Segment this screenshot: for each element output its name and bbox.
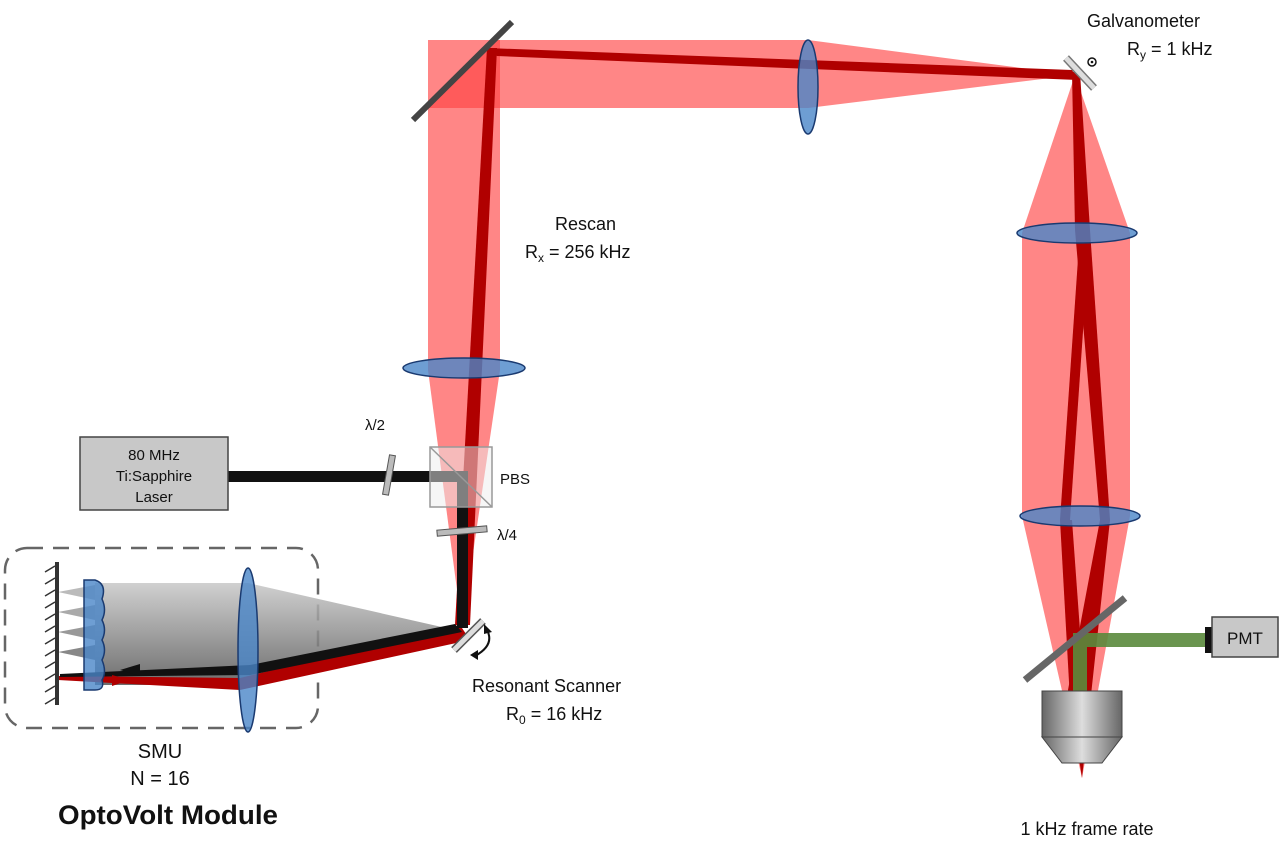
pmt-box bbox=[1211, 616, 1279, 658]
resonant-scanner-rate: R0 = 16 kHz bbox=[506, 704, 602, 727]
pmt-label: PMT bbox=[1227, 629, 1263, 648]
laser-label-line3: Laser bbox=[135, 489, 173, 506]
dichroic-mirror bbox=[1022, 595, 1128, 683]
pbs-label: PBS bbox=[500, 471, 530, 488]
top-left-mirror bbox=[410, 19, 515, 123]
polarizing-beam-splitter bbox=[429, 446, 493, 508]
resonant-scanner-label: Resonant Scanner bbox=[472, 676, 621, 696]
tube-lens-top bbox=[797, 39, 819, 135]
resonant-scanner-mirror bbox=[451, 618, 492, 660]
relay-lens-2 bbox=[1019, 505, 1141, 527]
galvanometer-mirror bbox=[1063, 55, 1097, 91]
objective-lens bbox=[1040, 690, 1124, 764]
rescan-label: Rescan bbox=[555, 214, 616, 234]
laser-beam-black bbox=[60, 471, 468, 686]
scan-lens bbox=[402, 357, 526, 379]
pmt-window bbox=[1205, 627, 1213, 653]
laser-label-line2: Ti:Sapphire bbox=[116, 468, 192, 485]
module-title: OptoVolt Module bbox=[58, 800, 278, 830]
galvanometer-label: Galvanometer bbox=[1087, 11, 1200, 31]
laser-label-line1: 80 MHz bbox=[128, 447, 180, 464]
quarter-wave-plate bbox=[436, 525, 488, 537]
quarter-wave-label: λ/4 bbox=[497, 527, 517, 544]
half-wave-plate bbox=[381, 454, 397, 496]
smu-mirror bbox=[44, 562, 59, 705]
lenslet-array bbox=[83, 579, 106, 691]
smu-n-label: N = 16 bbox=[130, 768, 189, 790]
smu-lens bbox=[237, 567, 259, 733]
rotation-axis-icon bbox=[1087, 57, 1097, 67]
galvanometer-rate: Ry = 1 kHz bbox=[1127, 39, 1213, 62]
rescan-rate: Rx = 256 kHz bbox=[525, 242, 631, 265]
half-wave-label: λ/2 bbox=[365, 417, 385, 434]
smu-beam-fan bbox=[95, 583, 455, 685]
frame-rate-label: 1 kHz frame rate bbox=[1020, 819, 1153, 839]
smu-label: SMU bbox=[138, 741, 182, 763]
relay-lens-1 bbox=[1016, 222, 1138, 244]
fluorescence-beam bbox=[1073, 633, 1208, 692]
rescan-beam-light bbox=[428, 40, 1130, 778]
laser-box bbox=[79, 436, 229, 511]
